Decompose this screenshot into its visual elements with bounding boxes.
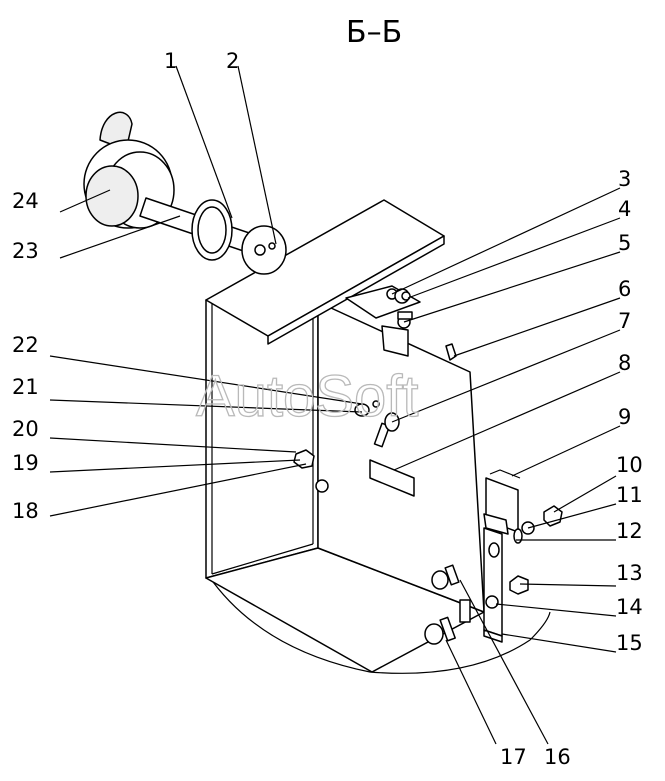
callout-labels: 1 2 3 4 5 6 7 8 9 10 11 12 13 14 15 16 1… — [12, 49, 643, 769]
callout-13: 13 — [616, 561, 643, 585]
callout-12: 12 — [616, 519, 643, 543]
callout-16: 16 — [544, 745, 571, 769]
callout-20: 20 — [12, 417, 39, 441]
callout-3: 3 — [618, 167, 631, 191]
section-title: Б–Б — [346, 15, 402, 50]
callout-11: 11 — [616, 483, 643, 507]
shaft-assembly — [83, 111, 287, 275]
callout-17: 17 — [500, 745, 527, 769]
callout-21: 21 — [12, 375, 39, 399]
watermark: AutoSoft — [196, 364, 418, 429]
callout-6: 6 — [618, 277, 631, 301]
leader-lines — [49, 65, 621, 745]
callout-4: 4 — [618, 197, 631, 221]
callout-24: 24 — [12, 189, 39, 213]
callout-5: 5 — [618, 231, 631, 255]
callout-2: 2 — [226, 49, 239, 73]
inner-parts — [293, 285, 563, 645]
callout-19: 19 — [12, 451, 39, 475]
callout-14: 14 — [616, 595, 643, 619]
callout-18: 18 — [12, 499, 39, 523]
callout-15: 15 — [616, 631, 643, 655]
callout-7: 7 — [618, 309, 631, 333]
housing-box — [205, 199, 485, 673]
base-outline — [207, 574, 551, 674]
callout-1: 1 — [164, 49, 177, 73]
callout-23: 23 — [12, 239, 39, 263]
callout-10: 10 — [616, 453, 643, 477]
callout-9: 9 — [618, 405, 631, 429]
callout-8: 8 — [618, 351, 631, 375]
callout-22: 22 — [12, 333, 39, 357]
